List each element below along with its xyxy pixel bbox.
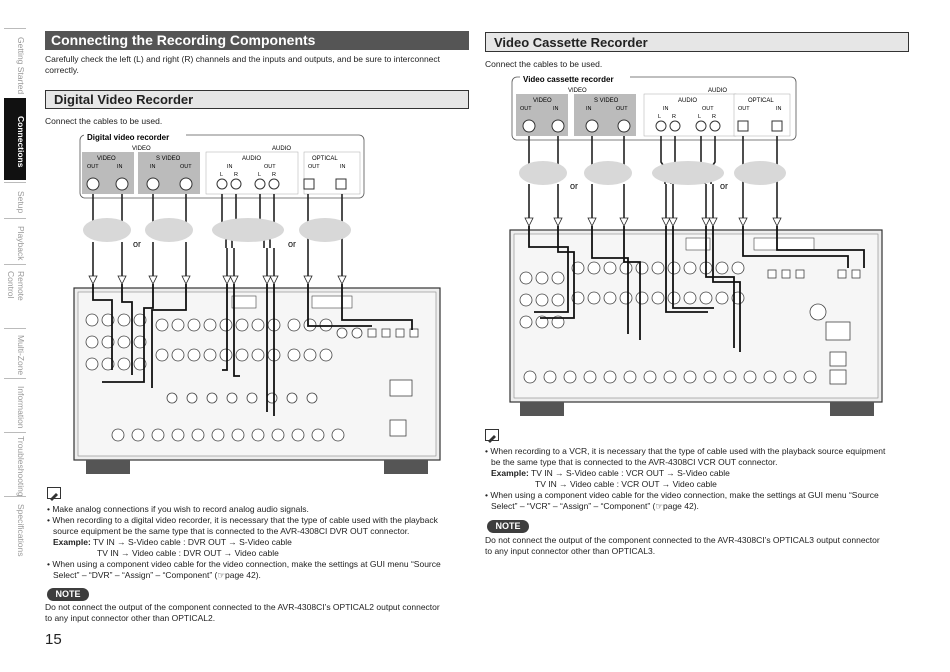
tab-connections[interactable]: Connections	[4, 98, 26, 180]
vcr-note-line: TV IN → Video cable : VCR OUT → Video ca…	[535, 479, 717, 489]
tab-remote-control[interactable]: Remote Control	[4, 264, 26, 326]
or-label: or	[720, 181, 728, 191]
vcr-note-line: be the same type that is connected to th…	[491, 457, 778, 467]
panel-out-label: OUT	[702, 106, 714, 112]
panel-in-label: IN	[663, 106, 669, 112]
panel-optical-label: OPTICAL	[312, 156, 338, 162]
dvr-note-line: • When using a component video cable for…	[47, 559, 441, 569]
panel-l-label: L	[658, 114, 661, 120]
tab-specifications[interactable]: Specifications	[4, 496, 26, 558]
audio-group-label: AUDIO	[708, 88, 727, 94]
example-label: Example:	[491, 468, 529, 478]
or-label: or	[288, 239, 296, 249]
note-line: Do not connect the output of the compone…	[45, 602, 440, 612]
video-group-label: VIDEO	[568, 88, 587, 94]
intro-text: Carefully check the left (L) and right (…	[45, 54, 441, 75]
dvr-note-line: source equipment be the same type that i…	[53, 526, 410, 536]
panel-out-label: OUT	[738, 106, 750, 112]
panel-out-label: OUT	[87, 164, 99, 170]
tab-setup[interactable]: Setup	[4, 182, 26, 216]
panel-audio-label: AUDIO	[678, 98, 697, 104]
section-title-vcr: Video Cassette Recorder	[485, 32, 909, 52]
vcr-note-line: TV IN → S-Video cable : VCR OUT → S-Vide…	[531, 468, 730, 478]
vcr-note-line: Select” – “VCR” – “Assign” – “Component”…	[491, 501, 699, 511]
section-title-dvr: Digital Video Recorder	[45, 90, 469, 109]
panel-l-label: L	[698, 114, 701, 120]
dvr-note-line: • Make analog connections if you wish to…	[47, 504, 309, 514]
panel-l-label: L	[220, 172, 223, 178]
dvr-connection-diagram: Digital video recorder VIDEO AUDIO VIDEO…	[72, 130, 442, 478]
pencil-icon	[47, 487, 61, 501]
connect-text-vcr: Connect the cables to be used.	[485, 59, 603, 69]
panel-out-label: OUT	[616, 106, 628, 112]
panel-r-label: R	[672, 114, 676, 120]
panel-in-label: IN	[586, 106, 592, 112]
vcr-note-text: Do not connect the output of the compone…	[485, 535, 915, 557]
vcr-connection-diagram: Video cassette recorder VIDEO AUDIO VIDE…	[508, 72, 888, 420]
tab-information[interactable]: Information	[4, 378, 26, 430]
dvr-note-text: Do not connect the output of the compone…	[45, 602, 475, 624]
tab-getting-started[interactable]: Getting Started	[4, 28, 26, 96]
panel-in-label: IN	[776, 106, 782, 112]
audio-group-label: AUDIO	[272, 146, 291, 152]
page-number: 15	[45, 631, 62, 648]
panel-svideo-label: S VIDEO	[594, 98, 619, 104]
panel-in-label: IN	[117, 164, 123, 170]
panel-audio-label: AUDIO	[242, 156, 261, 162]
panel-r-label: R	[272, 172, 276, 178]
panel-in-label: IN	[150, 164, 156, 170]
note-badge: NOTE	[487, 520, 529, 533]
vcr-note-line: • When recording to a VCR, it is necessa…	[485, 446, 886, 456]
connect-text-dvr: Connect the cables to be used.	[45, 116, 163, 126]
panel-out-label: OUT	[520, 106, 532, 112]
pencil-icon	[485, 429, 499, 443]
example-label: Example:	[53, 537, 91, 547]
panel-svideo-label: S VIDEO	[156, 156, 181, 162]
note-line: to any input connector other than OPTICA…	[45, 613, 216, 623]
video-group-label: VIDEO	[132, 146, 151, 152]
panel-r-label: R	[712, 114, 716, 120]
vcr-device-label: Video cassette recorder	[523, 75, 614, 84]
panel-video-label: VIDEO	[97, 156, 116, 162]
tab-troubleshooting[interactable]: Troubleshooting	[4, 432, 26, 497]
panel-in-label: IN	[553, 106, 559, 112]
panel-in-label: IN	[340, 164, 346, 170]
dvr-note-line: TV IN → S-Video cable : DVR OUT → S-Vide…	[93, 537, 292, 547]
vcr-diagram-svg: Video cassette recorder VIDEO AUDIO VIDE…	[509, 74, 883, 416]
dvr-note-line: • When recording to a digital video reco…	[47, 515, 438, 525]
dvr-notes: • Make analog connections if you wish to…	[47, 504, 477, 581]
dvr-note-line: TV IN → Video cable : DVR OUT → Video ca…	[97, 548, 279, 558]
panel-optical-label: OPTICAL	[748, 98, 774, 104]
tab-playback[interactable]: Playback	[4, 218, 26, 262]
dvr-note-line: Select” – “DVR” – “Assign” – “Component”…	[53, 570, 261, 580]
dvr-diagram-svg: Digital video recorder VIDEO AUDIO VIDEO…	[73, 132, 441, 474]
note-line: to any input connector other than OPTICA…	[485, 546, 656, 556]
note-line: Do not connect the output of the compone…	[485, 535, 880, 545]
panel-l-label: L	[258, 172, 261, 178]
tab-multi-zone[interactable]: Multi-Zone	[4, 328, 26, 376]
panel-r-label: R	[234, 172, 238, 178]
panel-out-label: OUT	[308, 164, 320, 170]
side-tabs: Getting Started Connections Setup Playba…	[0, 28, 30, 557]
panel-out-label: OUT	[264, 164, 276, 170]
vcr-note-line: • When using a component video cable for…	[485, 490, 879, 500]
vcr-notes: • When recording to a VCR, it is necessa…	[485, 446, 915, 512]
dvr-device-label: Digital video recorder	[87, 133, 169, 142]
or-label: or	[570, 181, 578, 191]
page-title: Connecting the Recording Components	[45, 31, 469, 50]
panel-video-label: VIDEO	[533, 98, 552, 104]
panel-in-label: IN	[227, 164, 233, 170]
note-badge: NOTE	[47, 588, 89, 601]
or-label: or	[133, 239, 141, 249]
panel-out-label: OUT	[180, 164, 192, 170]
